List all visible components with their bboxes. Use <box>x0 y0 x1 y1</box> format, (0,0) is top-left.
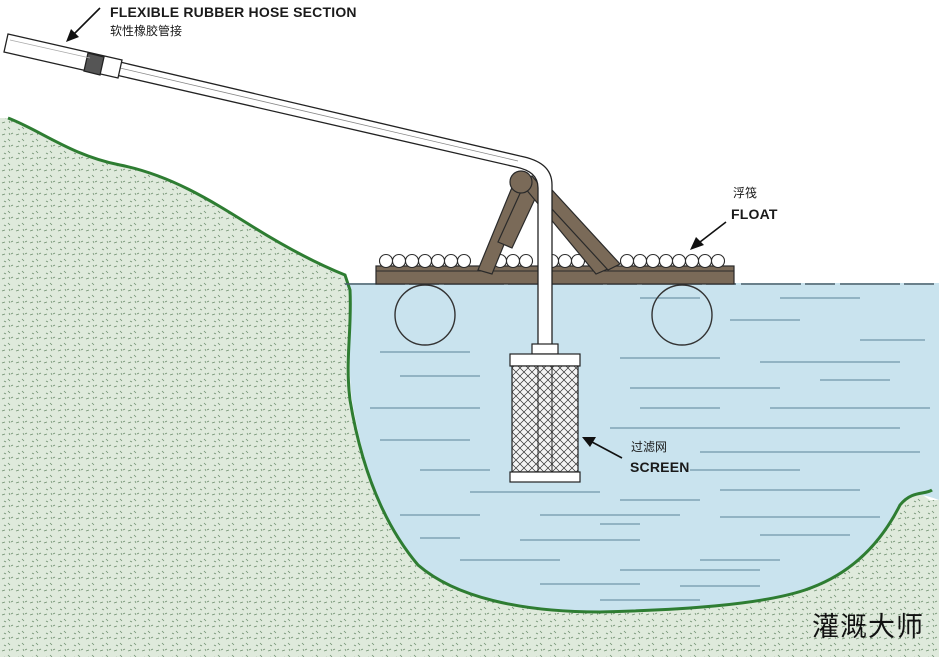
water-ripples <box>370 297 930 601</box>
float-drum-right <box>651 284 713 346</box>
watermark: 灌溉大师 <box>812 612 924 643</box>
float-label-zh: 浮筏 <box>733 186 758 200</box>
bank-soil <box>0 118 939 657</box>
float-label-en: FLOAT <box>731 206 778 222</box>
screen-arrow <box>582 437 623 459</box>
screen-label-zh: 过滤网 <box>631 440 668 454</box>
screen-label-en: SCREEN <box>630 459 690 475</box>
pipe-collar <box>531 343 559 355</box>
hose-arrow <box>66 7 101 42</box>
float-arrow <box>690 221 727 250</box>
intake-screen <box>509 353 581 483</box>
hose-label-en: FLEXIBLE RUBBER HOSE SECTION <box>110 4 357 20</box>
float-drum-left <box>394 284 456 346</box>
water-body <box>345 283 939 612</box>
rubber-hose <box>3 33 123 79</box>
raft-float <box>375 170 735 285</box>
bank-outline <box>7 116 933 614</box>
hose-label-zh: 软性橡胶管接 <box>110 24 183 38</box>
